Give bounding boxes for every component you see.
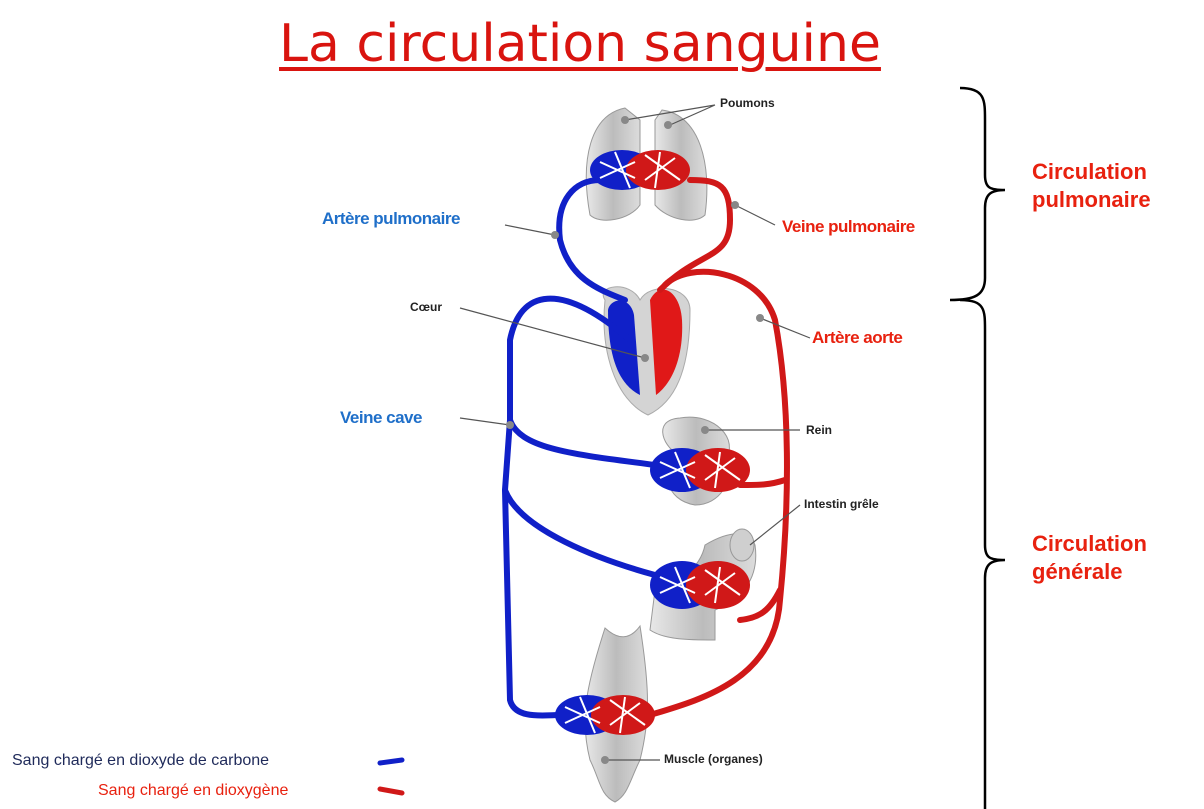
label-muscle: Muscle (organes) [664,752,763,766]
label-veine-pulmonaire: Veine pulmonaire [782,217,915,237]
section-circulation-generale: Circulation générale [1032,530,1147,586]
braces [950,88,1005,809]
label-artere-pulmonaire: Artère pulmonaire [322,209,460,229]
heart-outline [603,287,690,415]
label-poumons: Poumons [720,96,775,110]
label-veine-cave: Veine cave [340,408,422,428]
label-intestin: Intestin grêle [804,497,879,511]
section-circulation-pulmonaire: Circulation pulmonaire [1032,158,1151,214]
legend-o2: Sang chargé en dioxygène [98,782,288,800]
legend-blue-mark [380,760,402,763]
label-rein: Rein [806,423,832,437]
label-artere-aorte: Artère aorte [812,328,902,348]
legend-red-mark [380,789,402,793]
legend-co2: Sang chargé en dioxyde de carbone [12,752,269,770]
label-coeur: Cœur [410,300,442,314]
